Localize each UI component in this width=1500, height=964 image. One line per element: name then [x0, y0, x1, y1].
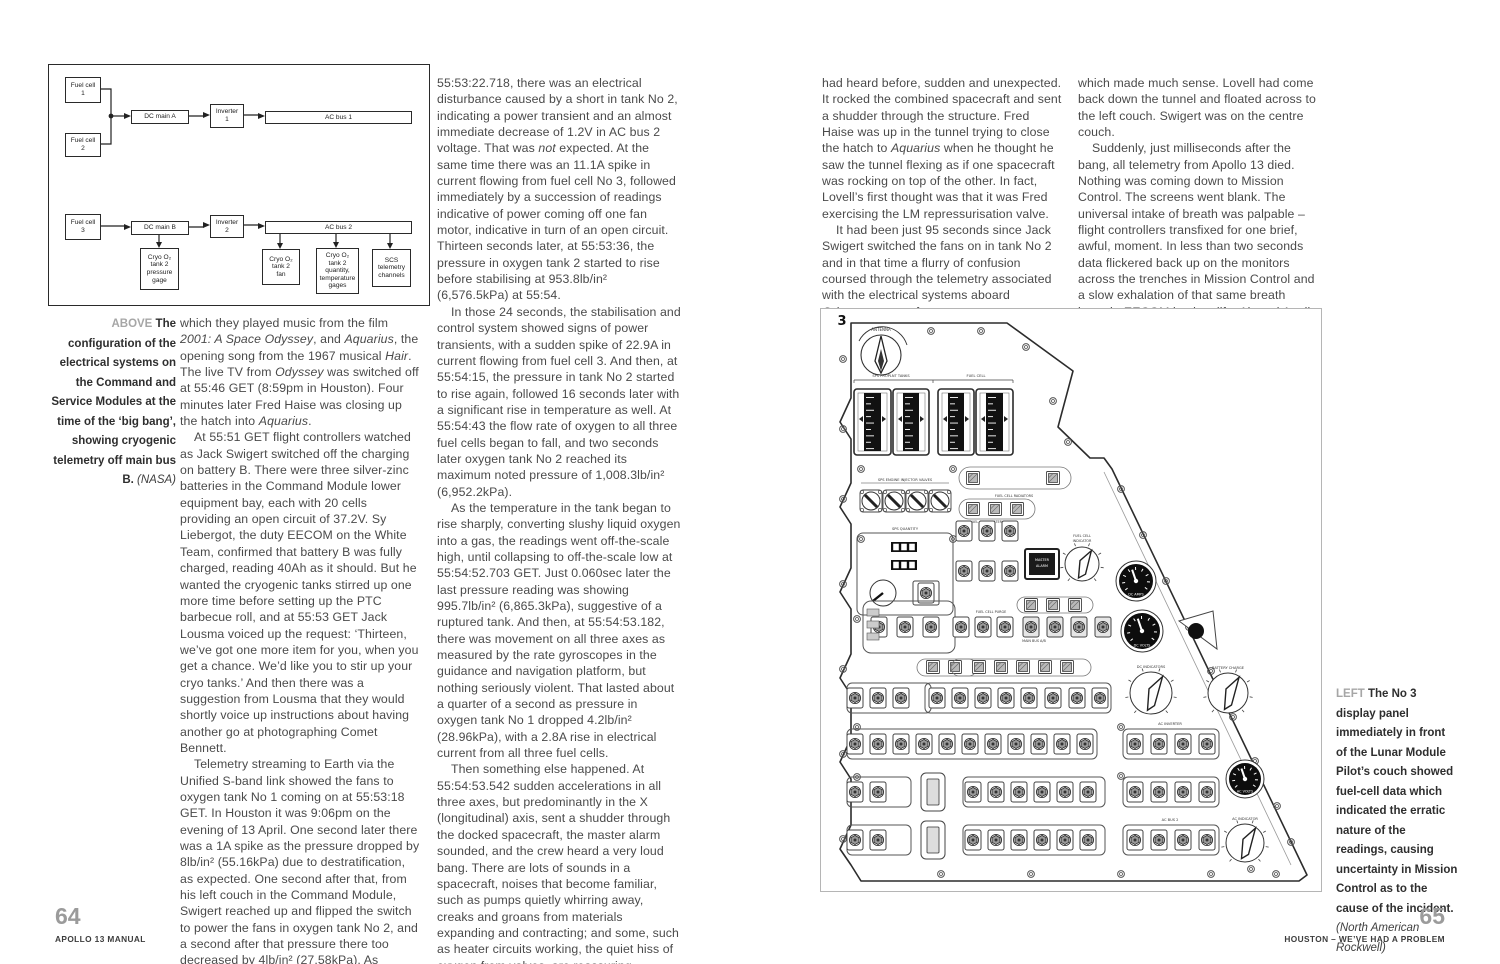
caption-left-of-panel: LEFT The No 3 display panel immediately … [1336, 688, 1458, 954]
svg-text:INDICATOR: INDICATOR [1073, 539, 1092, 543]
diagram-box-ac-bus-2: AC bus 2 [265, 221, 412, 234]
paragraph: had heard before, sudden and unexpected.… [822, 76, 1062, 221]
diagram-box-inverter-2: Inverter 2 [210, 215, 244, 238]
svg-text:SPS ENGINE INJECTOR VALVES: SPS ENGINE INJECTOR VALVES [878, 478, 933, 482]
svg-text:FUEL CELL: FUEL CELL [967, 374, 986, 378]
svg-text:AC INDICATOR: AC INDICATOR [1232, 817, 1258, 821]
svg-text:SPS PROPLNT TANKS: SPS PROPLNT TANKS [872, 374, 910, 378]
svg-text:AC INVERTER: AC INVERTER [1158, 722, 1182, 726]
paragraph: which made much sense. Lovell had come b… [1078, 76, 1316, 140]
left-page-column-2: 55:53:22.718, there was an electrical di… [437, 75, 681, 964]
diagram-box-fuel-cell-3: Fuel cell 3 [65, 214, 101, 240]
svg-text:MAIN BUS A/B: MAIN BUS A/B [1022, 639, 1046, 643]
svg-text:FUEL CELL RADIATORS: FUEL CELL RADIATORS [995, 494, 1033, 498]
diagram-box-cryo-pressure-gage: Cryo O₂ tank 2 pressure gage [140, 248, 179, 290]
page-number-left: 64 [55, 903, 81, 929]
paragraph: 55:53:22.718, there was an electrical di… [437, 76, 678, 303]
page-number-right: 65 [1419, 903, 1445, 929]
paragraph: which they played music from the film 20… [180, 316, 419, 429]
running-footer-left: APOLLO 13 MANUAL [55, 934, 146, 944]
svg-text:AC VOLTS: AC VOLTS [1237, 790, 1253, 794]
right-page-column-1: had heard before, sudden and unexpected.… [822, 75, 1064, 320]
diagram-connectors [99, 88, 393, 249]
electrical-systems-diagram: Fuel cell 1 Fuel cell 2 DC main A Invert… [48, 64, 430, 306]
diagram-box-dc-main-b: DC main B [131, 221, 189, 235]
diagram-box-cryo-fan: Cryo O₂ tank 2 fan [262, 249, 300, 285]
diagram-box-cryo-quantity-gages: Cryo O₂ tank 2 quantity, temperature gag… [316, 248, 359, 294]
svg-text:DC INDICATORS: DC INDICATORS [1137, 665, 1166, 669]
svg-text:ANTENNA: ANTENNA [871, 327, 891, 332]
svg-text:FUEL CELL: FUEL CELL [1073, 534, 1091, 538]
paragraph: As the temperature in the tank began to … [437, 500, 681, 761]
paragraph: At 55:51 GET flight controllers watched … [180, 430, 419, 755]
running-footer-right: HOUSTON – WE’VE HAD A PROBLEM [1284, 934, 1445, 944]
paragraph: Then something else happened. At 55:54:5… [437, 762, 679, 964]
svg-text:ALARM: ALARM [1036, 564, 1048, 568]
caption-above-diagram: ABOVE The configuration of the electrica… [51, 318, 176, 486]
svg-text:SPS QUANTITY: SPS QUANTITY [892, 527, 919, 531]
diagram-box-inverter-1: Inverter 1 [210, 104, 244, 128]
paragraph: Telemetry streaming to Earth via the Uni… [180, 757, 420, 964]
svg-text:FUEL CELL PURGE: FUEL CELL PURGE [976, 610, 1007, 614]
left-page-column-1: which they played music from the film 20… [180, 315, 421, 964]
svg-text:AC BUS 2: AC BUS 2 [1162, 818, 1179, 822]
paragraph: In those 24 seconds, the stabilisation a… [437, 304, 681, 499]
diagram-box-ac-bus-1: AC bus 1 [265, 111, 412, 124]
diagram-box-fuel-cell-2: Fuel cell 2 [65, 133, 101, 157]
diagram-box-dc-main-a: DC main A [131, 110, 189, 124]
svg-text:MASTER: MASTER [1035, 558, 1050, 562]
diagram-box-fuel-cell-1: Fuel cell 1 [65, 77, 101, 103]
paragraph: It had been just 95 seconds since Jack S… [822, 223, 1052, 319]
svg-text:DC VOLTS: DC VOLTS [1134, 644, 1151, 648]
svg-text:BATTERY CHARGE: BATTERY CHARGE [1212, 666, 1245, 670]
svg-text:3: 3 [837, 314, 846, 329]
svg-text:DC AMPS: DC AMPS [1128, 593, 1144, 597]
diagram-box-scs-telemetry: SCS telemetry channels [372, 249, 411, 287]
